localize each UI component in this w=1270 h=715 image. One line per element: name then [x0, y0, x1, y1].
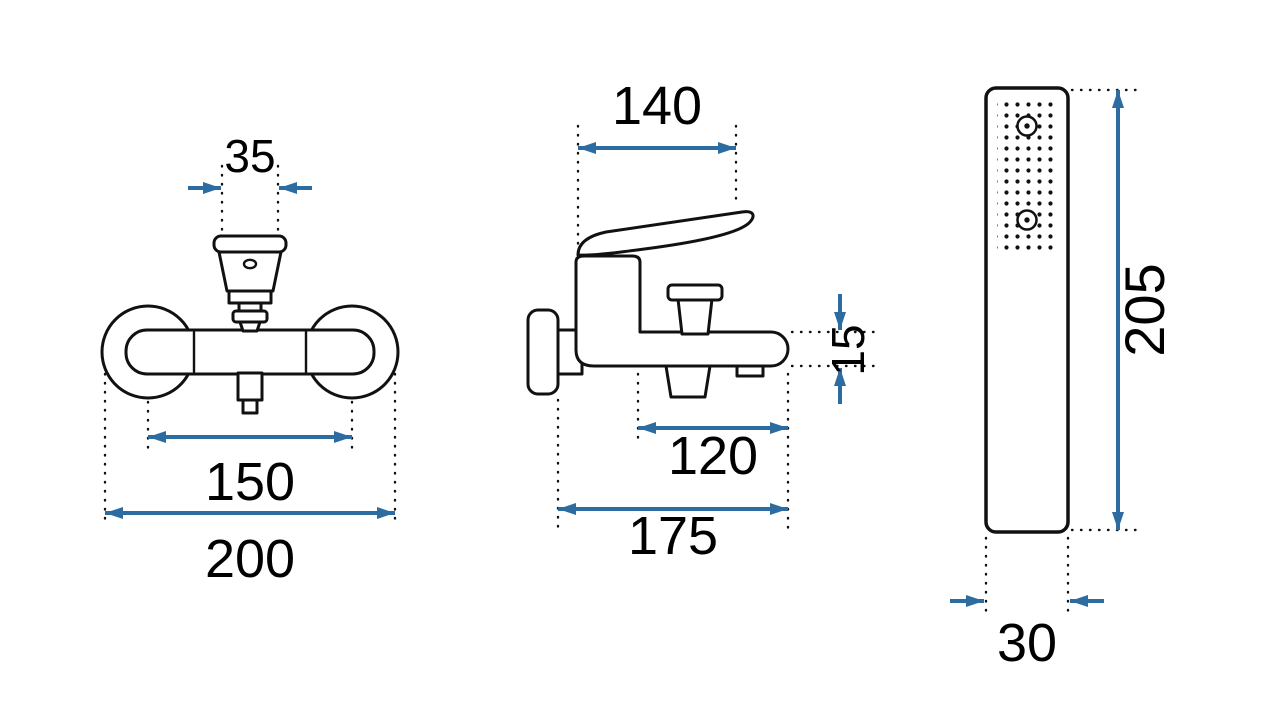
dim-hand-shower-length-label: 205 [1113, 263, 1176, 356]
dim-handle-width: 35 [188, 130, 312, 232]
side-view: 140 15 120 175 [526, 76, 876, 566]
dim-overall-width-label: 200 [205, 529, 295, 589]
dim-hand-shower-length: 205 [1070, 88, 1176, 532]
handle-body [217, 250, 283, 293]
lever-handle [576, 210, 755, 257]
dim-overall-width: 200 [103, 372, 397, 589]
aerator [735, 364, 765, 378]
spray-nozzle-bottom-dot [1024, 217, 1030, 223]
dim-spout-reach: 120 [636, 372, 790, 530]
diverter-stem [238, 320, 262, 333]
handle-cap [212, 234, 288, 254]
dim-handle-reach-label: 140 [612, 76, 702, 136]
dim-hole-spacing-label: 150 [205, 452, 295, 512]
mixer-body-bar [124, 328, 376, 376]
diverter-stem-side [676, 297, 714, 336]
cartridge-collar [227, 289, 273, 305]
dim-spout-end-height: 15 [790, 294, 876, 404]
dim-spout-reach-label: 120 [668, 426, 758, 486]
handle-detail [242, 258, 258, 270]
outlet-tip [241, 398, 259, 415]
hand-shower-view: 205 30 [950, 86, 1176, 673]
diverter-cap [231, 309, 269, 324]
spray-nozzle-top-dot [1024, 123, 1030, 129]
wall-flange [526, 308, 560, 396]
dim-handle-width-label: 35 [224, 130, 275, 182]
dim-hand-shower-width: 30 [950, 536, 1104, 673]
dim-hole-spacing: 150 [146, 400, 354, 512]
outlet [236, 371, 264, 402]
dim-handle-reach: 140 [576, 76, 738, 246]
dim-hand-shower-width-label: 30 [997, 613, 1057, 673]
front-view: 35 150 200 [100, 130, 400, 589]
body-joint-lines [192, 330, 308, 374]
dim-overall-depth: 175 [556, 398, 788, 566]
dim-overall-depth-label: 175 [628, 506, 718, 566]
dim-spout-end-height-label: 15 [822, 324, 874, 375]
bottom-outlet [664, 364, 712, 399]
diverter-cap-side [666, 283, 724, 302]
